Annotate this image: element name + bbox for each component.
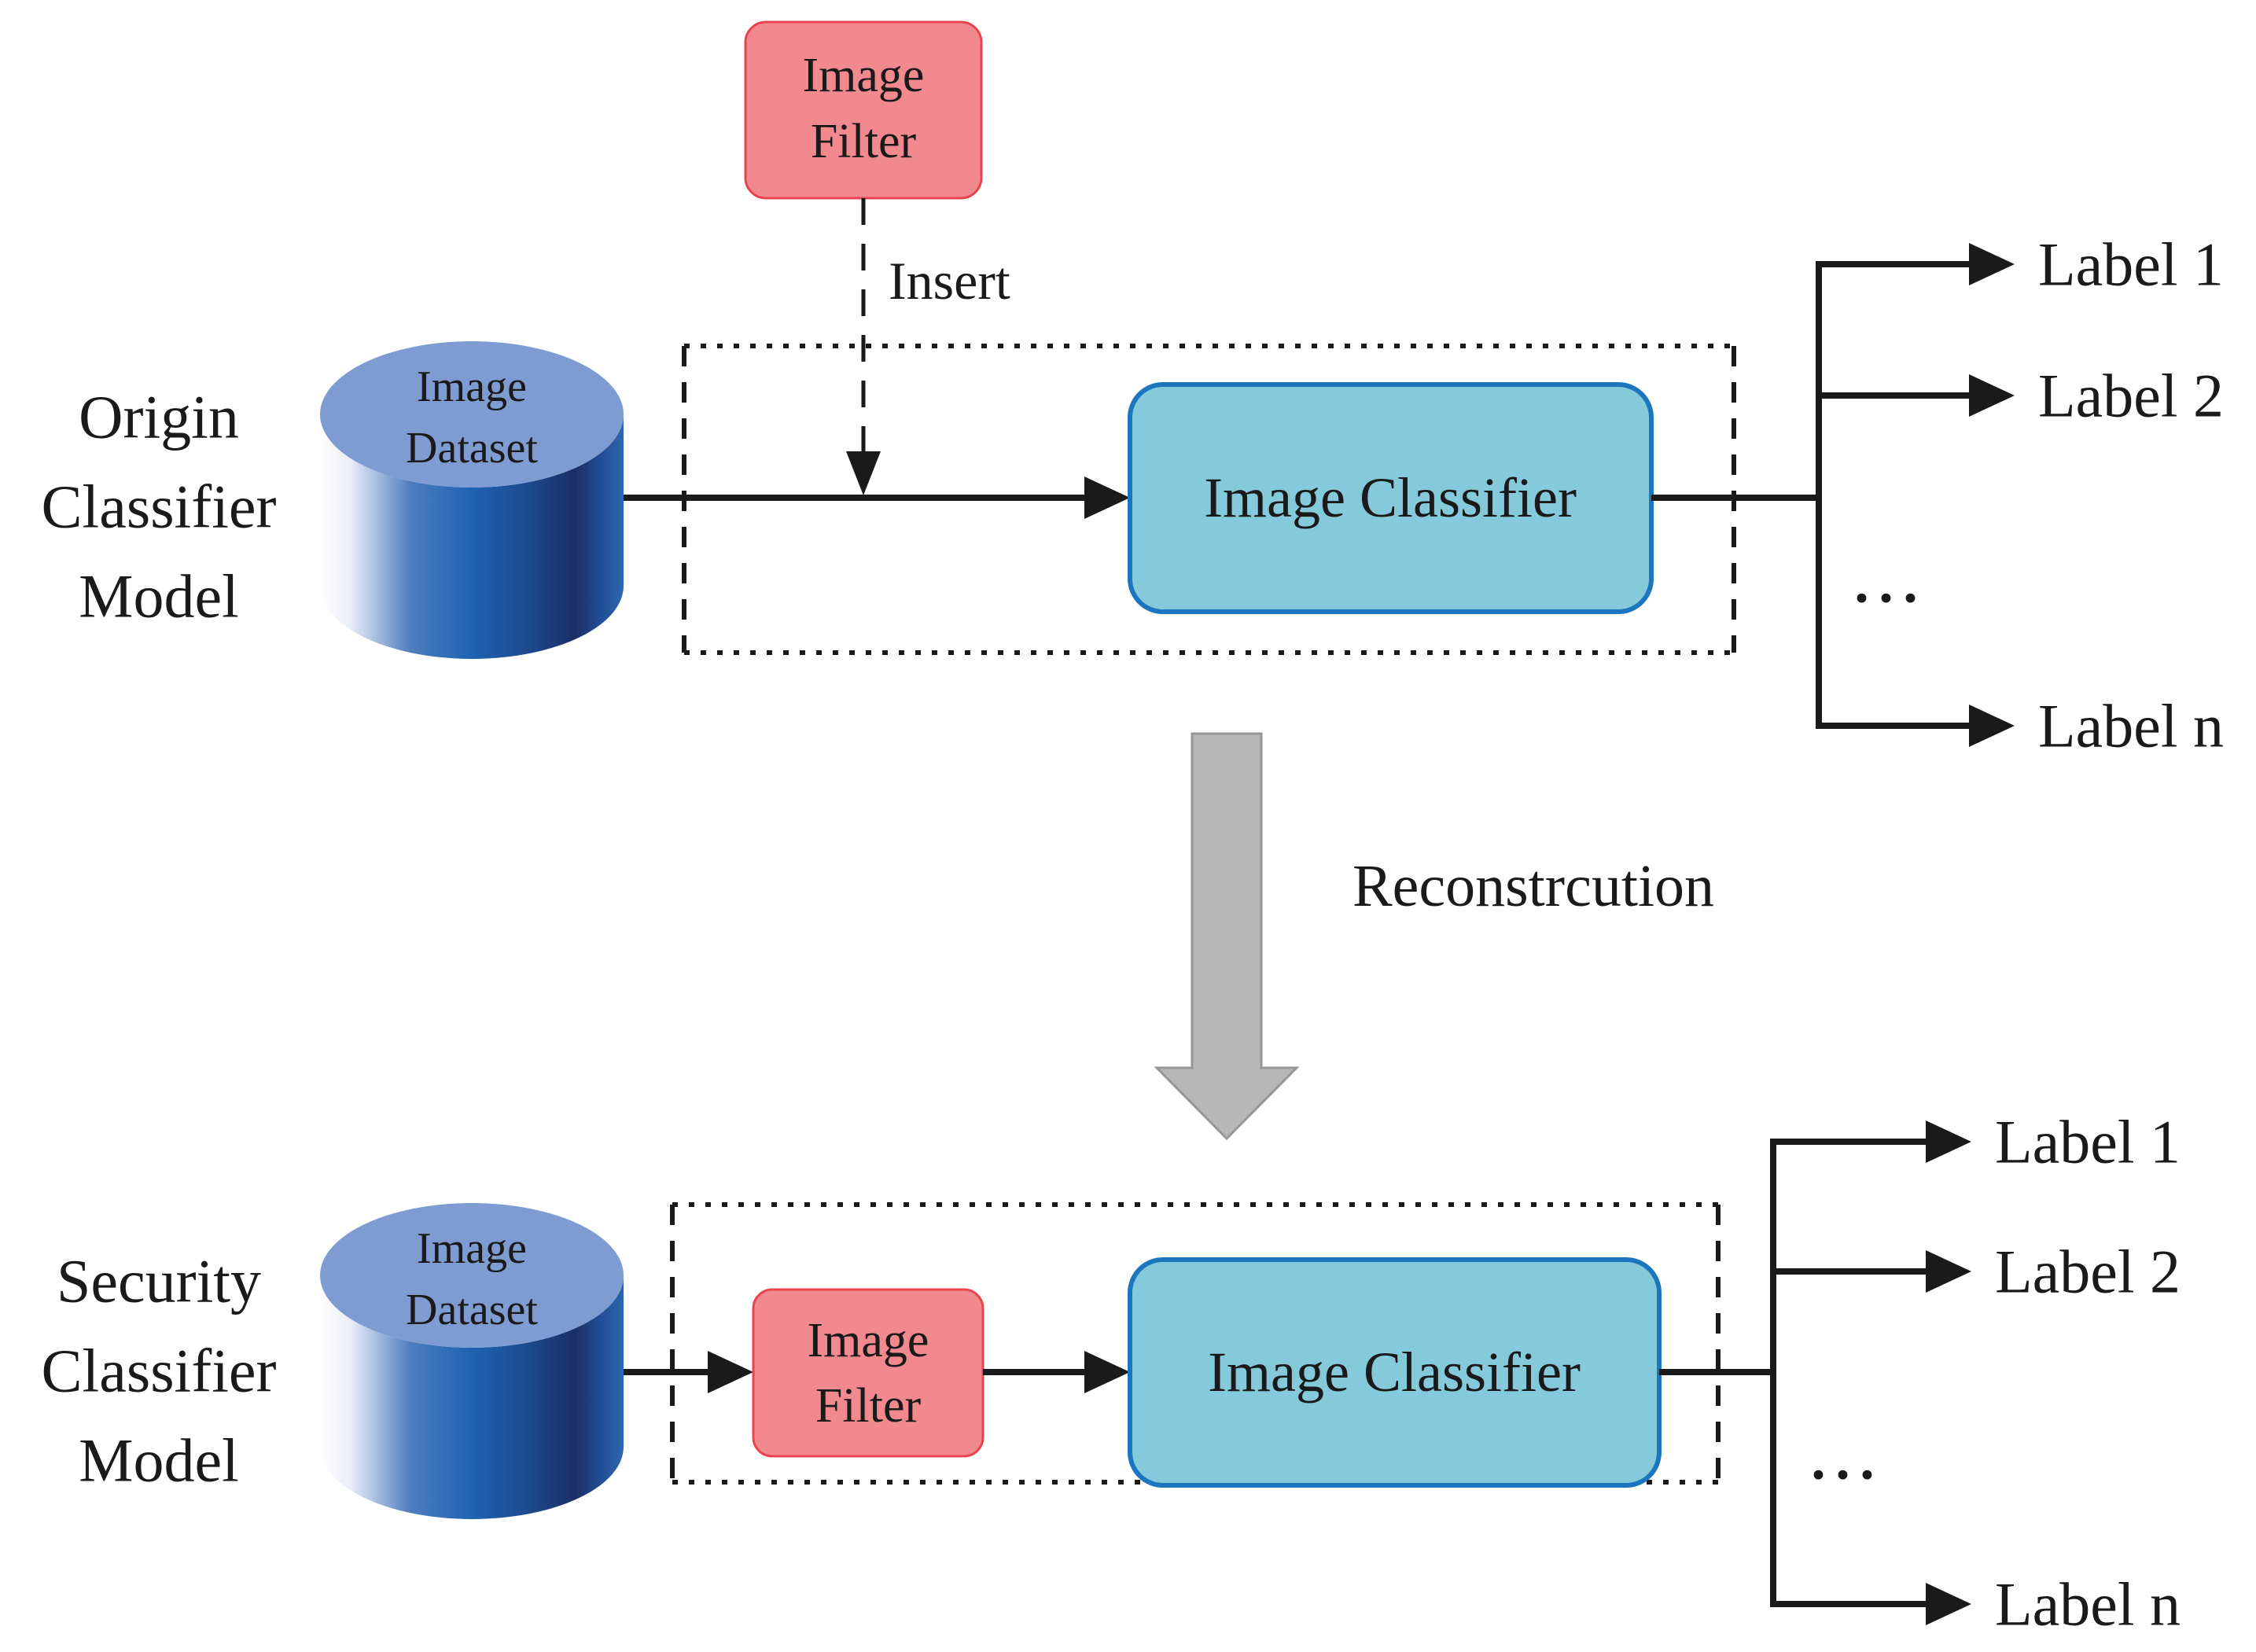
processing-boundary-bottom bbox=[670, 1202, 1721, 1485]
image-dataset-cylinder-bottom: Image Dataset bbox=[320, 1203, 624, 1519]
origin-model-title: Origin Classifier Model bbox=[42, 383, 277, 631]
dataset-label-line-1: Image bbox=[417, 1224, 527, 1273]
label1-arrowhead-icon bbox=[1926, 1120, 1971, 1163]
flow-arrowhead-icon bbox=[708, 1351, 753, 1393]
origin-title-line-3: Model bbox=[79, 562, 239, 631]
origin-title-line-2: Classifier bbox=[42, 473, 277, 541]
image-classifier-box-bottom: Image Classifier bbox=[1128, 1257, 1662, 1488]
output-ellipsis: ... bbox=[1809, 1408, 1882, 1496]
dataset-label-line-2: Dataset bbox=[406, 424, 538, 473]
security-title-line-3: Model bbox=[79, 1426, 239, 1495]
insert-label: Insert bbox=[889, 251, 1010, 311]
label2-arrowhead-icon bbox=[1926, 1250, 1971, 1293]
image-filter-box-top: Image Filter bbox=[744, 20, 983, 200]
output-label-1: Label 1 bbox=[2038, 230, 2224, 299]
cylinder-body bbox=[320, 1275, 624, 1519]
cylinder-body bbox=[320, 414, 624, 659]
dataset-label-line-1: Image bbox=[417, 362, 527, 411]
cylinder-top-face bbox=[320, 341, 624, 488]
filter-label-line-2: Filter bbox=[811, 115, 917, 168]
insert-arrow: Insert bbox=[846, 198, 1010, 495]
filter-label-line-1: Image bbox=[808, 1314, 929, 1367]
filter-to-classifier-arrow bbox=[983, 1351, 1130, 1393]
label1-arrowhead-icon bbox=[1969, 243, 2015, 285]
dataset-label-line-2: Dataset bbox=[406, 1286, 538, 1334]
classifier-label: Image Classifier bbox=[1208, 1341, 1581, 1404]
flow-arrowhead-icon bbox=[1084, 476, 1130, 519]
image-classifier-box-top: Image Classifier bbox=[1128, 382, 1654, 614]
output-label-2: Label 2 bbox=[1995, 1238, 2181, 1306]
output-branch-bottom: Label 1 Label 2 ... Label n bbox=[1659, 1108, 2181, 1639]
image-dataset-cylinder-top: Image Dataset bbox=[320, 341, 624, 659]
security-title-line-2: Classifier bbox=[42, 1337, 277, 1405]
output-label-n: Label n bbox=[1995, 1570, 2181, 1639]
output-label-n: Label n bbox=[2038, 692, 2224, 760]
security-model-title: Security Classifier Model bbox=[42, 1247, 277, 1495]
dataset-to-classifier-arrow-top bbox=[624, 476, 1130, 519]
output-label-2: Label 2 bbox=[2038, 362, 2224, 430]
output-ellipsis: ... bbox=[1852, 532, 1925, 619]
security-title-line-1: Security bbox=[57, 1247, 261, 1315]
reconstruction-label: Reconstrcution bbox=[1352, 853, 1714, 919]
filter-label-line-1: Image bbox=[803, 49, 925, 102]
flow-arrowhead-icon bbox=[1084, 1351, 1130, 1393]
origin-title-line-1: Origin bbox=[79, 383, 239, 451]
origin-classifier-model-section: Origin Classifier Model Image Dataset Im… bbox=[42, 20, 2224, 760]
output-branch-top: Label 1 Label 2 ... Label n bbox=[1651, 230, 2224, 760]
cylinder-top-face bbox=[320, 1203, 624, 1348]
label2-arrowhead-icon bbox=[1969, 374, 2015, 417]
security-classifier-model-section: Security Classifier Model Image Dataset … bbox=[42, 1108, 2181, 1639]
reconstruction-transition: Reconstrcution bbox=[1154, 732, 1714, 1141]
filter-label-line-2: Filter bbox=[815, 1379, 922, 1433]
labeln-arrowhead-icon bbox=[1969, 705, 2015, 747]
output-label-1: Label 1 bbox=[1995, 1108, 2181, 1176]
image-filter-box-bottom: Image Filter bbox=[752, 1288, 984, 1458]
classifier-label: Image Classifier bbox=[1204, 466, 1577, 529]
labeln-arrowhead-icon bbox=[1926, 1583, 1971, 1625]
big-down-arrow-icon bbox=[1154, 732, 1300, 1141]
dataset-to-filter-arrow bbox=[624, 1351, 753, 1393]
insert-arrowhead-icon bbox=[846, 451, 881, 495]
